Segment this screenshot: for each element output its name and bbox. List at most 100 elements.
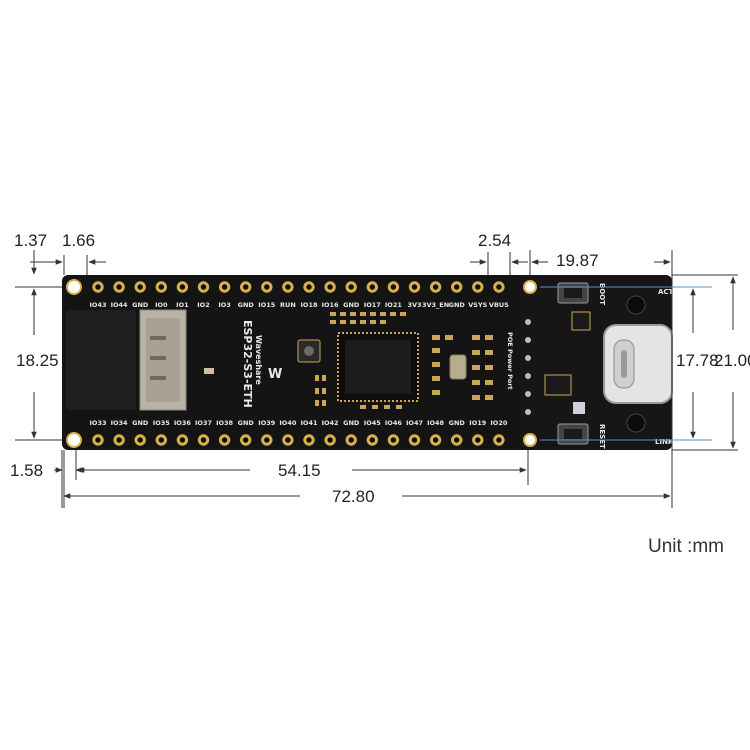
unit-label: Unit :mm — [648, 536, 724, 557]
main-mcu-body — [345, 340, 411, 394]
bottom-pin-pad — [113, 434, 125, 446]
top-pin-label: IO1 — [176, 301, 189, 309]
bottom-pin-label: IO35 — [153, 419, 170, 427]
top-pin-pad — [429, 281, 442, 293]
bottom-pin-label: IO33 — [90, 419, 107, 427]
sd-card-contact — [150, 356, 166, 360]
boot-button-cap — [564, 288, 582, 298]
board-brand: Waveshare — [254, 335, 263, 385]
bottom-pin-pad — [366, 434, 378, 446]
crystal — [449, 354, 467, 380]
sd-card-contact — [150, 336, 166, 340]
mount-hole-bottom-left — [66, 432, 82, 448]
top-pin-label: VSYS — [468, 301, 487, 309]
top-pin-label: GND — [132, 301, 149, 309]
dim-17-78: 17.78 — [676, 351, 719, 370]
board-name: ESP32-S3-ETH — [241, 320, 254, 408]
bottom-pin-label: IO42 — [322, 419, 339, 427]
bottom-pin-label: IO47 — [406, 419, 423, 427]
top-pin-label: IO21 — [385, 301, 402, 309]
bottom-pin-label: IO20 — [490, 419, 507, 427]
top-pin-pad — [155, 281, 168, 293]
top-pin-label: VBUS — [489, 301, 509, 309]
ethernet-components — [432, 335, 493, 400]
bottom-pin-label: IO41 — [301, 419, 318, 427]
board-left-edge — [66, 310, 136, 410]
top-pin-label: IO44 — [111, 301, 128, 309]
bottom-pin-label: IO34 — [111, 419, 128, 427]
top-pin-pad — [472, 281, 484, 293]
bottom-pin-label: IO48 — [427, 419, 444, 427]
pcb-connector-section — [520, 275, 672, 450]
bottom-pin-label: IO46 — [385, 419, 402, 427]
bottom-pin-pad — [197, 434, 210, 446]
bottom-pin-label: IO36 — [174, 419, 191, 427]
top-pin-label: IO16 — [322, 301, 339, 309]
rgb-led — [573, 402, 585, 414]
top-pin-pad — [113, 281, 125, 293]
usb-c-tongue — [621, 350, 627, 378]
dimension-lines — [15, 250, 738, 508]
reset-button-cap — [564, 429, 582, 439]
sd-card-contact — [150, 376, 166, 380]
bottom-pin-label: GND — [343, 419, 360, 427]
bottom-pin-pad — [387, 434, 400, 446]
top-pin-label: IO2 — [197, 301, 209, 309]
bottom-pin-label: IO37 — [195, 419, 212, 427]
bottom-pin-label: GND — [449, 419, 466, 427]
passive-components — [315, 312, 406, 409]
top-pin-pad — [176, 281, 189, 293]
top-pin-label: GND — [238, 301, 255, 309]
bottom-pin-label: IO38 — [216, 419, 233, 427]
top-pin-pad — [408, 281, 421, 293]
act-label: ACT — [658, 288, 674, 296]
top-pin-label: IO43 — [90, 301, 107, 309]
top-pin-pad — [197, 281, 210, 293]
top-pin-pad — [451, 281, 463, 293]
bottom-pin-header — [92, 434, 505, 446]
bottom-pin-label: IO45 — [364, 419, 381, 427]
act-led — [626, 295, 646, 315]
top-pin-label: IO3 — [218, 301, 230, 309]
reset-label: RESET — [598, 424, 606, 449]
top-pin-pad — [387, 281, 400, 293]
bottom-pin-label: IO19 — [469, 419, 486, 427]
top-pin-pad — [345, 281, 357, 293]
bottom-pin-pad — [218, 434, 231, 446]
bottom-pin-pad — [345, 434, 357, 446]
dim-54-15: 54.15 — [278, 461, 321, 480]
bottom-pin-pad — [176, 434, 189, 446]
top-pin-pad — [92, 281, 104, 293]
bottom-pin-pad — [282, 434, 294, 446]
guide-lines — [540, 286, 712, 441]
dim-72-80: 72.80 — [332, 487, 375, 506]
top-pin-label: IO18 — [301, 301, 318, 309]
link-led — [626, 413, 646, 433]
ic-right-lower — [544, 374, 572, 396]
top-pin-header — [92, 281, 505, 293]
waveshare-logo: W — [268, 367, 282, 382]
bottom-pin-label: GND — [132, 419, 149, 427]
dim-19-87: 19.87 — [556, 251, 599, 270]
top-pin-pad — [218, 281, 231, 293]
bottom-pin-pad — [92, 434, 104, 446]
top-pin-label: IO15 — [258, 301, 275, 309]
bottom-pin-pad — [324, 434, 336, 446]
dim-18-25: 18.25 — [16, 351, 59, 370]
boot-label: BOOT — [598, 283, 606, 305]
bottom-pin-labels: IO33 IO34 GND IO35 IO36 IO37 IO38 GND IO39 IO40 IO… — [90, 419, 508, 427]
bottom-pin-pad — [134, 434, 146, 446]
bottom-pin-label: IO39 — [258, 419, 275, 427]
top-pin-label: IO0 — [155, 301, 168, 309]
top-pin-pad — [303, 281, 315, 293]
bottom-pin-pad — [408, 434, 421, 446]
bottom-pin-pad — [451, 434, 463, 446]
mount-hole-top-left — [66, 279, 82, 295]
small-chip-dot — [304, 346, 314, 356]
top-pin-pad — [282, 281, 294, 293]
led-indicator — [204, 368, 214, 374]
bottom-pin-label: IO40 — [279, 419, 296, 427]
mount-hole-right-bottom — [523, 433, 537, 447]
